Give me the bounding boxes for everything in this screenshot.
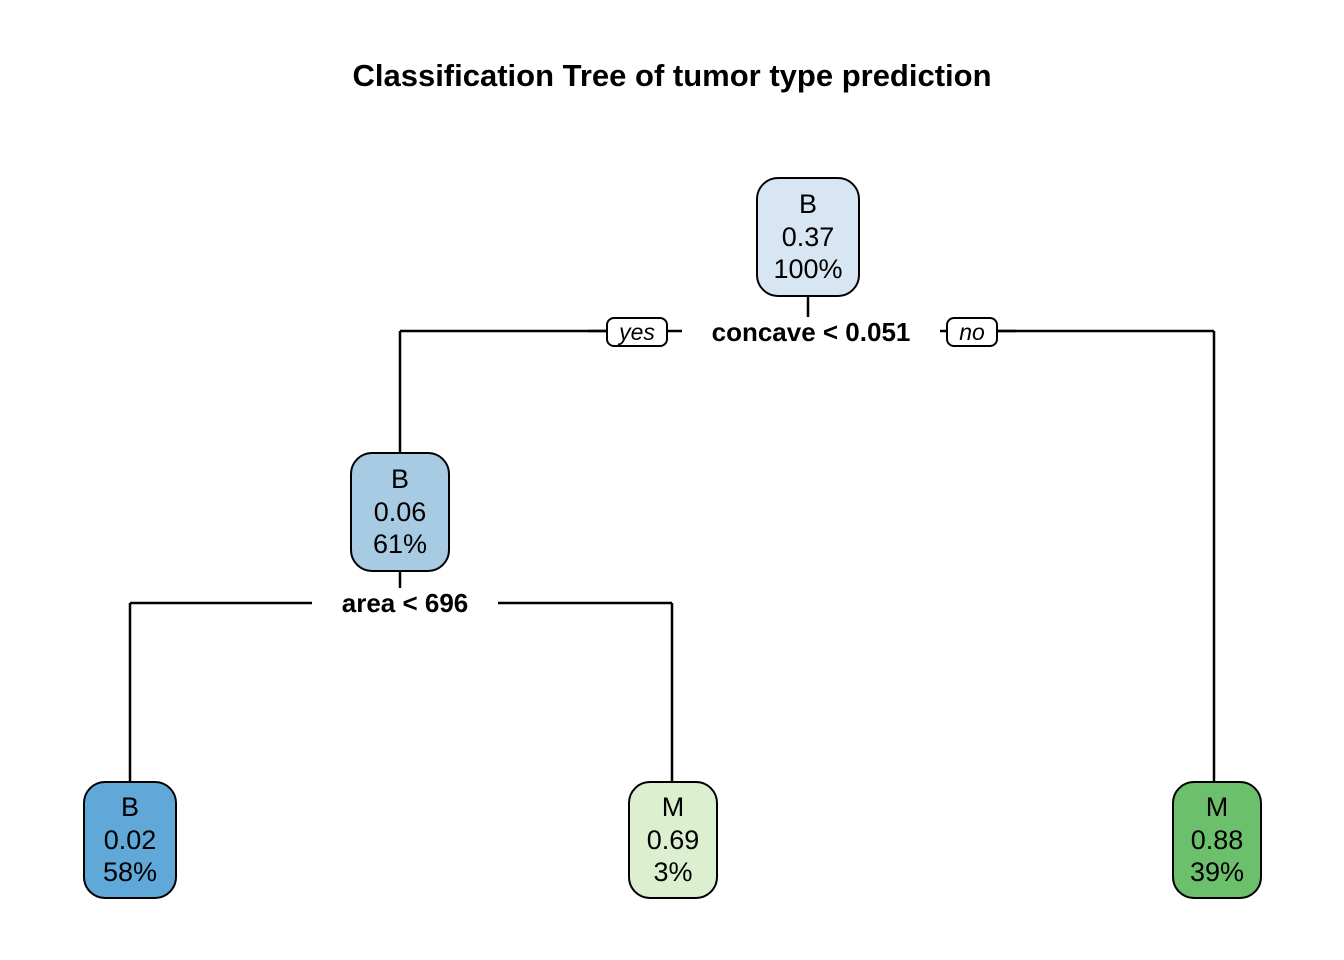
split1-no-text: no [959, 318, 985, 345]
page-title: Classification Tree of tumor type predic… [352, 58, 992, 93]
leaf1-percent: 58% [102, 857, 158, 888]
tree-leaf-1[interactable]: B 0.02 58% [83, 781, 177, 899]
leaf1-class: B [120, 792, 139, 823]
node2-probability: 0.06 [373, 496, 427, 527]
tree-node-internal-2[interactable]: B 0.06 61% [350, 452, 450, 572]
leaf2-probability: 0.69 [646, 824, 700, 855]
leaf2-class: M [661, 792, 685, 823]
tree-leaf-2[interactable]: M 0.69 3% [628, 781, 718, 899]
node2-percent: 61% [372, 529, 428, 560]
split1-no-label[interactable]: no [946, 317, 998, 347]
node-root-probability: 0.37 [781, 221, 835, 252]
leaf3-percent: 39% [1189, 857, 1245, 888]
leaf2-percent: 3% [653, 857, 693, 888]
tree-leaf-3[interactable]: M 0.88 39% [1172, 781, 1262, 899]
split2-condition: area < 696 [312, 588, 498, 618]
leaf1-probability: 0.02 [103, 824, 157, 855]
split1-yes-label[interactable]: yes [606, 317, 668, 347]
split1-condition: concave < 0.051 [682, 317, 940, 347]
leaf3-class: M [1205, 792, 1229, 823]
tree-node-root[interactable]: B 0.37 100% [756, 177, 860, 297]
split1-yes-text: yes [619, 318, 655, 345]
node2-class: B [390, 464, 409, 495]
node-root-class: B [798, 189, 817, 220]
leaf3-probability: 0.88 [1190, 824, 1244, 855]
node-root-percent: 100% [773, 254, 843, 285]
